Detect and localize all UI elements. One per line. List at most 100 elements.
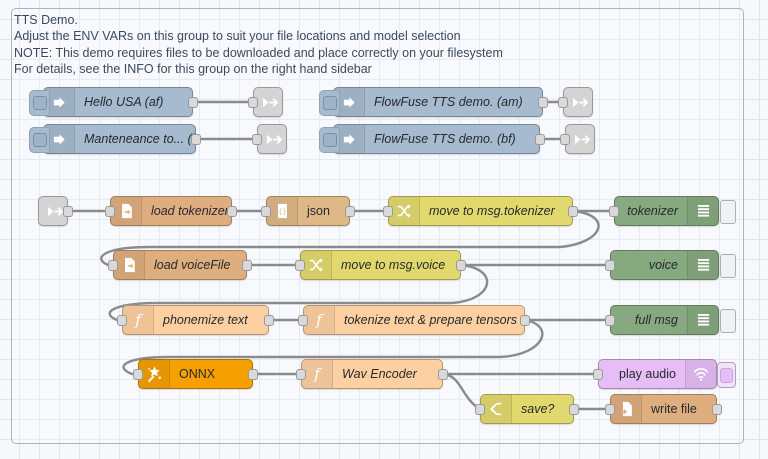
svg-text:f: f	[313, 366, 322, 383]
input-port[interactable]	[383, 206, 393, 217]
node-label: FlowFuse TTS demo. (am)	[374, 95, 523, 109]
inject-trigger-button[interactable]	[29, 90, 50, 116]
inject-trigger-button[interactable]	[29, 127, 50, 153]
output-port[interactable]	[188, 97, 198, 108]
link-in-node[interactable]	[38, 196, 73, 226]
inject-node-demo-am[interactable]: FlowFuse TTS demo. (am)	[319, 87, 548, 117]
debug-bars-icon	[687, 251, 718, 279]
file-icon	[111, 197, 142, 225]
function-f-icon: f	[123, 306, 154, 334]
svg-text:{}: {}	[278, 207, 287, 216]
output-port[interactable]	[191, 134, 201, 145]
function-node-tokenize-prepare-tensors[interactable]: f tokenize text & prepare tensors	[298, 305, 530, 335]
json-braces-icon: {}	[267, 197, 298, 225]
input-port[interactable]	[593, 369, 603, 380]
switch-node-save[interactable]: save?	[475, 394, 579, 424]
json-node[interactable]: {} json	[261, 196, 355, 226]
audio-out-node-play-audio[interactable]: play audio	[593, 359, 736, 389]
output-port[interactable]	[248, 369, 258, 380]
file-node-write-file[interactable]: write file	[605, 394, 722, 424]
input-port[interactable]	[558, 97, 568, 108]
svg-text:f: f	[315, 312, 324, 329]
link-out-node-4[interactable]	[560, 124, 596, 154]
output-port[interactable]	[568, 206, 578, 217]
file-icon	[114, 251, 145, 279]
input-port[interactable]	[605, 315, 615, 326]
debug-node-voice[interactable]: voice	[605, 250, 736, 280]
file-icon	[611, 395, 642, 423]
output-port[interactable]	[538, 97, 548, 108]
node-label: play audio	[619, 367, 676, 381]
debug-enable-button[interactable]	[720, 309, 736, 333]
debug-node-full-msg[interactable]: full msg	[605, 305, 736, 335]
function-f-icon: f	[304, 306, 335, 334]
change-node-move-tokenizer[interactable]: move to msg.tokenizer	[383, 196, 578, 226]
node-label: save?	[521, 402, 555, 416]
change-node-move-voice[interactable]: move to msg.voice	[295, 250, 466, 280]
output-port[interactable]	[569, 404, 579, 415]
node-label: move to msg.tokenizer	[429, 204, 555, 218]
node-label: json	[307, 204, 330, 218]
output-port[interactable]	[345, 206, 355, 217]
group-comment-text: TTS Demo. Adjust the ENV VARs on this gr…	[14, 13, 503, 77]
input-port[interactable]	[295, 260, 305, 271]
input-port[interactable]	[108, 260, 118, 271]
debug-bars-icon	[687, 197, 718, 225]
file-in-node-load-voicefile[interactable]: load voiceFile	[108, 250, 252, 280]
input-port[interactable]	[117, 315, 127, 326]
output-port[interactable]	[712, 404, 722, 415]
input-port[interactable]	[105, 206, 115, 217]
output-port[interactable]	[264, 315, 274, 326]
link-icon	[258, 125, 288, 153]
inject-trigger-button[interactable]	[319, 127, 340, 153]
link-out-node-1[interactable]	[248, 87, 283, 117]
onnx-node[interactable]: ONNX	[133, 359, 258, 389]
input-port[interactable]	[560, 134, 570, 145]
output-port[interactable]	[227, 206, 237, 217]
node-label: ONNX	[179, 367, 216, 381]
link-out-node-3[interactable]	[558, 87, 593, 117]
input-port[interactable]	[605, 260, 615, 271]
magic-wand-icon	[139, 360, 170, 388]
audio-play-button[interactable]	[717, 362, 736, 388]
output-port[interactable]	[456, 260, 466, 271]
input-port[interactable]	[252, 134, 262, 145]
input-port[interactable]	[298, 315, 308, 326]
file-in-node-load-tokenizer[interactable]: load tokenizer	[105, 196, 237, 226]
shuffle-icon	[301, 251, 332, 279]
input-port[interactable]	[133, 369, 143, 380]
node-label: phonemize text	[163, 313, 248, 327]
input-port[interactable]	[261, 206, 271, 217]
debug-bars-icon	[687, 306, 718, 334]
output-port[interactable]	[438, 369, 448, 380]
output-port[interactable]	[535, 134, 545, 145]
inject-node-hello-usa[interactable]: Hello USA (af)	[29, 87, 198, 117]
debug-enable-button[interactable]	[720, 200, 736, 224]
node-label: move to msg.voice	[341, 258, 446, 272]
output-port[interactable]	[242, 260, 252, 271]
link-out-node-2[interactable]	[252, 124, 288, 154]
speaker-wave-icon	[685, 360, 716, 388]
node-label: Wav Encoder	[342, 367, 417, 381]
node-label: FlowFuse TTS demo. (bf)	[374, 132, 516, 146]
inject-trigger-button[interactable]	[319, 90, 340, 116]
input-port[interactable]	[609, 206, 619, 217]
input-port[interactable]	[475, 404, 485, 415]
input-port[interactable]	[248, 97, 258, 108]
debug-enable-button[interactable]	[720, 254, 736, 278]
input-port[interactable]	[605, 404, 615, 415]
output-port[interactable]	[63, 206, 73, 217]
debug-node-tokenizer[interactable]: tokenizer	[609, 196, 736, 226]
function-f-icon: f	[302, 360, 333, 388]
link-icon	[39, 197, 69, 225]
switch-branch-icon	[481, 395, 512, 423]
shuffle-icon	[389, 197, 420, 225]
function-node-wav-encoder[interactable]: f Wav Encoder	[296, 359, 448, 389]
input-port[interactable]	[296, 369, 306, 380]
output-port[interactable]	[520, 315, 530, 326]
inject-node-demo-bf[interactable]: FlowFuse TTS demo. (bf)	[319, 124, 545, 154]
link-icon	[566, 125, 596, 153]
inject-node-maintenance[interactable]: Manteneance to... (bm)	[29, 124, 201, 154]
function-node-phonemize-text[interactable]: f phonemize text	[117, 305, 274, 335]
